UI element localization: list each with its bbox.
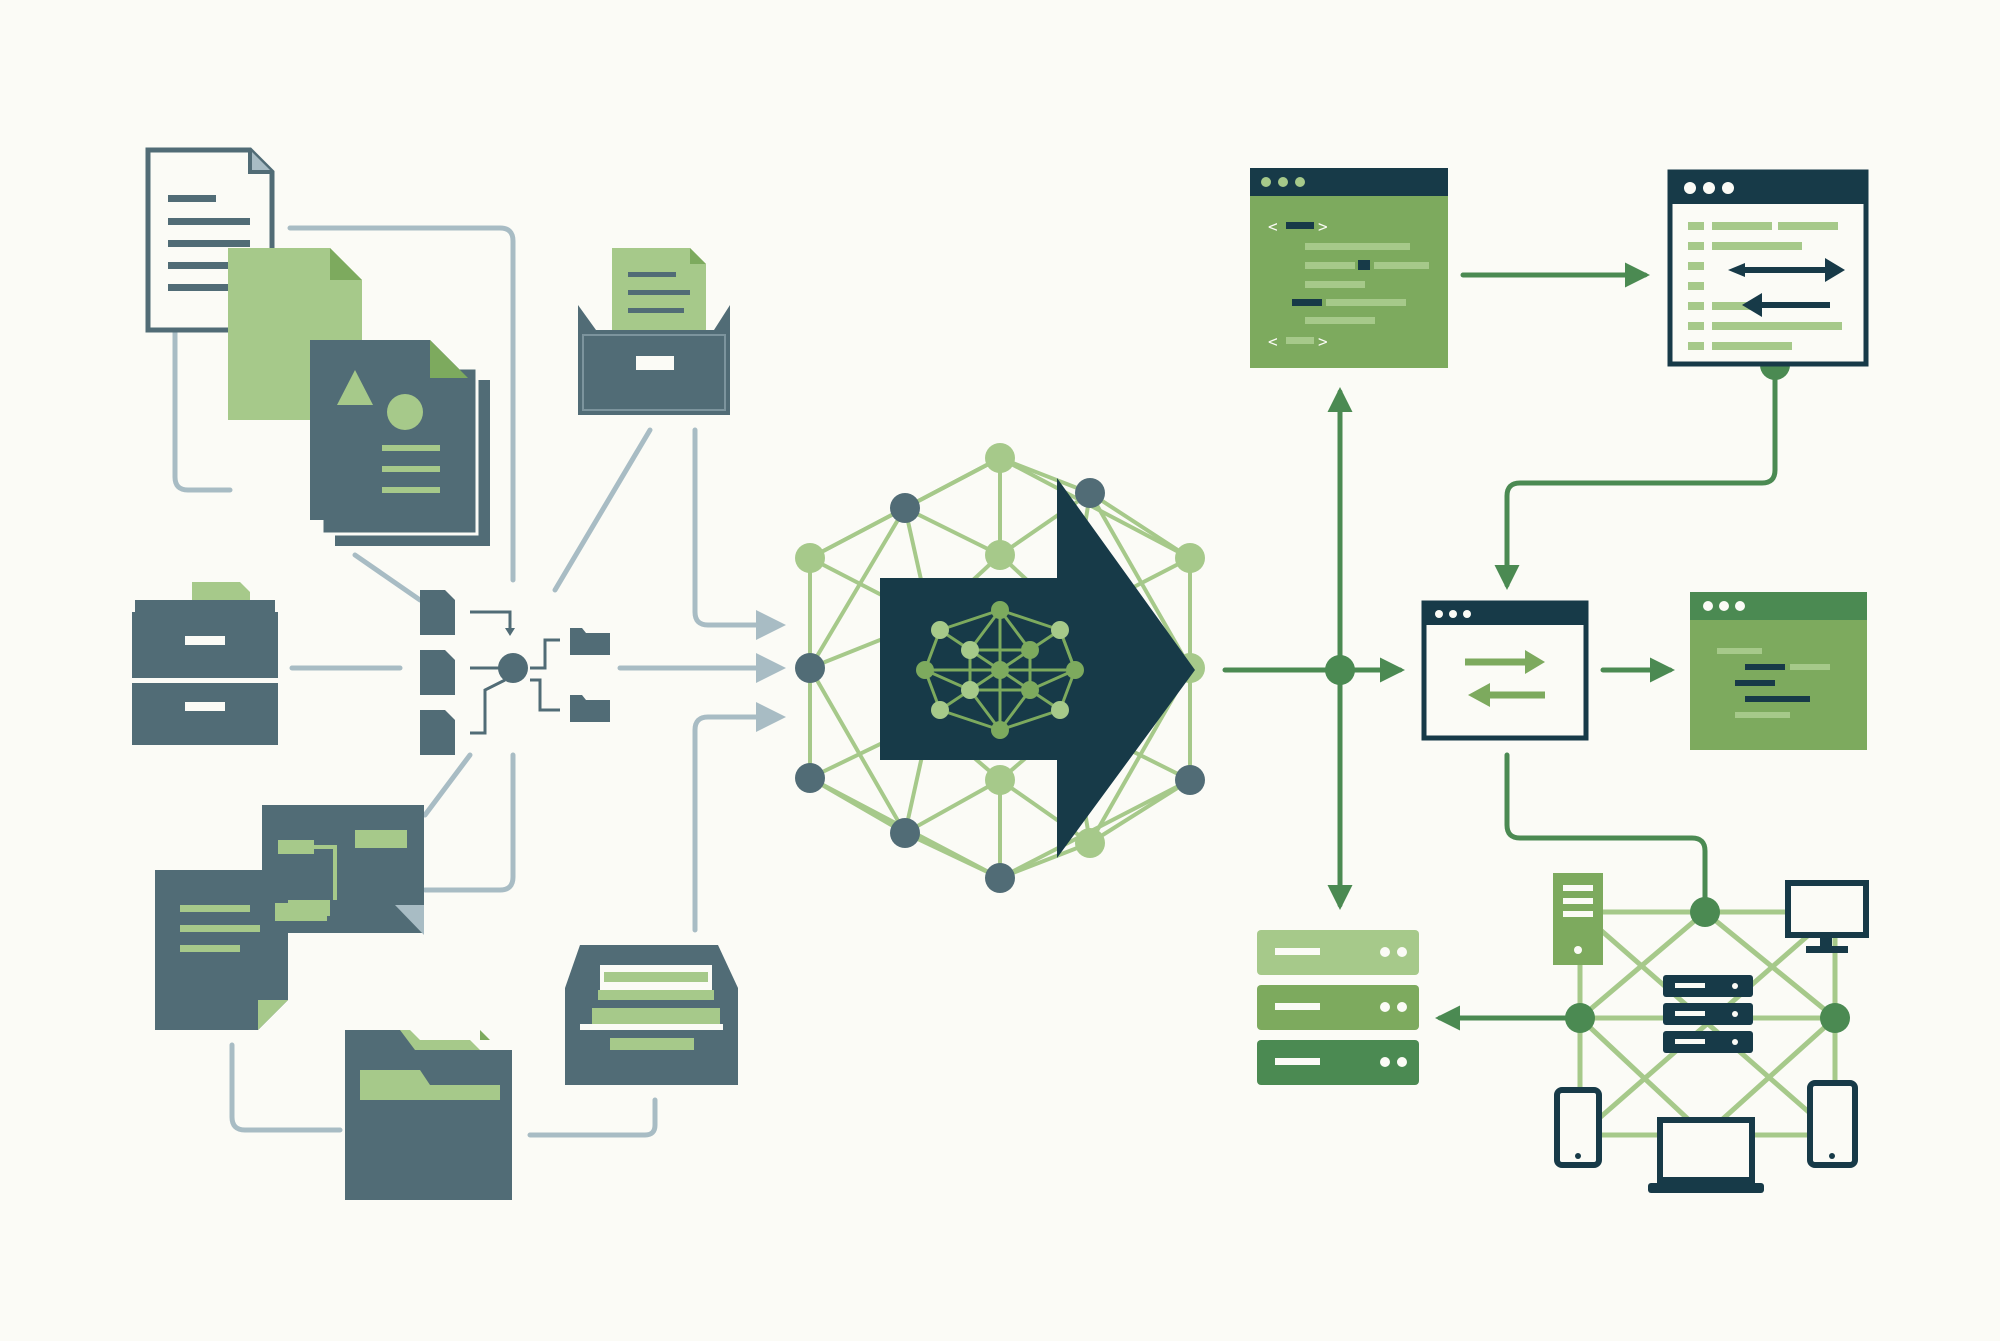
folder-icon (345, 1030, 512, 1200)
neural-network-arrow-icon (795, 443, 1205, 893)
connector-folder-left (229, 1042, 343, 1133)
svg-text:>: > (1318, 217, 1328, 236)
server-rack-icon (1257, 930, 1419, 1085)
outer-network-node (1075, 828, 1105, 858)
inner-network-node (916, 661, 934, 679)
flowchart-documents-icon (155, 805, 424, 1030)
inner-network-node (1051, 701, 1069, 719)
inner-network-node (931, 701, 949, 719)
outer-network-node (1175, 543, 1205, 573)
connector-flowdocs-loop (422, 752, 516, 893)
inner-network (916, 601, 1084, 739)
inner-network-node (991, 601, 1009, 619)
outer-network-link (808, 506, 907, 670)
svg-text:>: > (1318, 332, 1328, 351)
connector-docs-loop (287, 225, 516, 583)
outer-network-node (1075, 478, 1105, 508)
file-routing-icon (420, 590, 610, 755)
inner-network-node (1051, 621, 1069, 639)
connector-docs-left (172, 327, 233, 493)
outer-network-link (808, 667, 907, 834)
document-shapes-icon (310, 340, 490, 546)
code-window-icon: < > < > (1250, 168, 1448, 368)
connector-box-core (692, 702, 786, 933)
inner-network-node (961, 681, 979, 699)
output-connectors (1222, 262, 1778, 1031)
text-window-icon (1690, 592, 1867, 750)
outer-network-node (1175, 765, 1205, 795)
inner-network-node (991, 661, 1009, 679)
cabinet-drawers-icon (132, 582, 278, 745)
outer-network-node (890, 493, 920, 523)
outer-network-node (985, 765, 1015, 795)
connector-exchange-network (1504, 752, 1708, 915)
inner-network-link (939, 608, 1001, 632)
outer-network-link (999, 456, 1191, 560)
outer-network-node (795, 653, 825, 683)
exchange-arrows-window-icon (1667, 169, 1869, 367)
connector-transform-exchange (1494, 362, 1778, 590)
connector-tray-hub (552, 427, 653, 593)
inner-network-link (939, 708, 1001, 732)
outer-network-link (904, 506, 1001, 557)
connector-folder-box (527, 1097, 658, 1138)
connected-devices-icon (1553, 873, 1869, 1193)
source-connectors (172, 225, 786, 1138)
outer-network-node (795, 763, 825, 793)
outer-network-link (904, 778, 1001, 835)
inner-network-node (961, 641, 979, 659)
outer-network-node (985, 863, 1015, 893)
inner-network-node (1021, 641, 1039, 659)
file-drawer-icon (565, 945, 738, 1085)
inner-network-link (999, 708, 1061, 732)
outer-network-node (890, 818, 920, 848)
outer-network-node (985, 443, 1015, 473)
svg-text:<: < (1268, 217, 1278, 236)
connector-docs-hub (352, 552, 423, 603)
outer-network-node (795, 543, 825, 573)
outer-network-link (1088, 492, 1192, 669)
tray-with-document-icon (578, 248, 730, 415)
inner-network-link (999, 608, 1061, 632)
swap-arrows-window-icon (1421, 600, 1589, 741)
connector-tray-core (692, 427, 786, 640)
core-arrow-shape (880, 478, 1195, 858)
outer-network-node (985, 540, 1015, 570)
inner-network-node (1021, 681, 1039, 699)
inner-network-node (931, 621, 949, 639)
outer-network (795, 443, 1205, 893)
svg-text:<: < (1268, 332, 1278, 351)
inner-network-node (1066, 661, 1084, 679)
inner-network-node (991, 721, 1009, 739)
connector-flowdocs-hub (422, 752, 473, 818)
